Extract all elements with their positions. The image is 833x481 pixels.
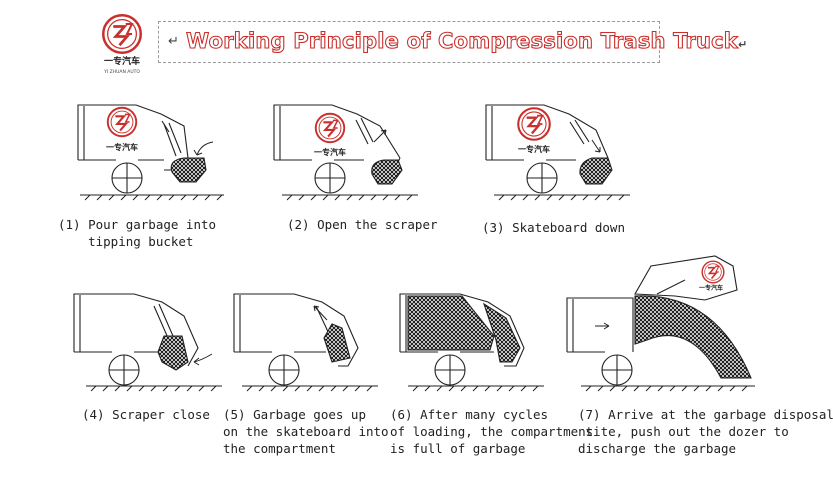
brand-logo: 一专汽车 YI ZHUAN AUTO bbox=[98, 13, 146, 76]
step-4-diagram bbox=[73, 293, 222, 392]
svg-text:一专汽车: 一专汽车 bbox=[518, 144, 550, 154]
step-1-diagram: 一专汽车 bbox=[77, 104, 224, 201]
step-7-caption: (7) Arrive at the garbage disposal site,… bbox=[578, 407, 833, 456]
title-box: ↵ Working Principle of Compression Trash… bbox=[158, 21, 747, 63]
step-6-diagram bbox=[399, 293, 544, 392]
step-3-caption: (3) Skateboard down bbox=[482, 220, 625, 235]
step-2-caption: (2) Open the scraper bbox=[287, 217, 438, 232]
return-mark: ↵ bbox=[168, 34, 179, 49]
page-title: Working Principle of Compression Trash T… bbox=[185, 28, 748, 53]
logo-text: 一专汽车 bbox=[104, 55, 140, 67]
step-5-diagram bbox=[233, 293, 378, 392]
svg-text:一专汽车: 一专汽车 bbox=[699, 284, 723, 292]
step-4-caption: (4) Scraper close bbox=[82, 407, 210, 422]
step-3-diagram: 一专汽车 bbox=[485, 104, 630, 201]
step-7-diagram: 一专汽车 bbox=[566, 255, 755, 392]
step-2-diagram: 一专汽车 bbox=[273, 104, 418, 201]
return-mark-end: ↵ bbox=[737, 38, 748, 51]
svg-text:一专汽车: 一专汽车 bbox=[106, 142, 138, 152]
svg-text:一专汽车: 一专汽车 bbox=[314, 147, 346, 157]
logo-subtext: YI ZHUAN AUTO bbox=[103, 69, 140, 75]
step-1-caption: (1) Pour garbage into tipping bucket bbox=[58, 217, 217, 249]
